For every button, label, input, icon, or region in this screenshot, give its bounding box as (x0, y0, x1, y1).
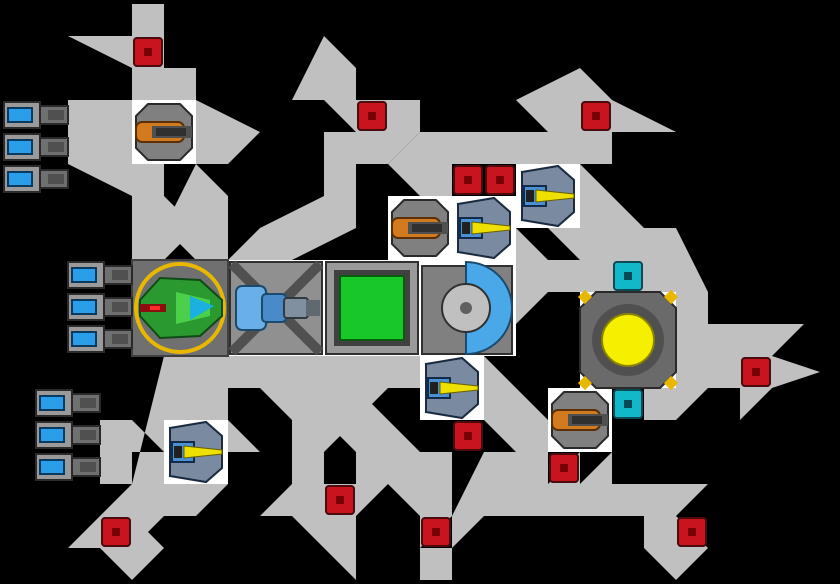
hull-strut (452, 420, 708, 580)
hull-strut (228, 36, 420, 260)
thruster-bank[interactable] (35, 389, 101, 481)
armor-block[interactable] (549, 453, 579, 483)
shield-emitter[interactable] (613, 261, 643, 291)
missile-launcher[interactable] (425, 357, 479, 419)
cannon-turret[interactable] (135, 103, 193, 161)
armor-blocks (101, 37, 771, 547)
hull-strut (68, 100, 196, 260)
engine-core[interactable] (228, 260, 324, 356)
armor-block[interactable] (421, 517, 451, 547)
armor-block[interactable] (741, 357, 771, 387)
hull-strut (164, 164, 228, 260)
cargo-hold[interactable] (325, 261, 419, 355)
hull-strut (324, 388, 452, 548)
armor-block[interactable] (101, 517, 131, 547)
hull-strut (388, 68, 676, 196)
missile-launcher[interactable] (457, 197, 511, 259)
hull-strut (260, 484, 388, 580)
command-bridge[interactable] (131, 259, 229, 357)
thruster-bank[interactable] (67, 261, 133, 353)
armor-block[interactable] (581, 101, 611, 131)
hull-strut (68, 4, 260, 164)
shield-emitter[interactable] (613, 389, 643, 419)
cannon-turret[interactable] (551, 391, 609, 449)
missile-launcher[interactable] (169, 421, 223, 483)
armor-block[interactable] (453, 421, 483, 451)
thruster-bank[interactable] (3, 101, 69, 193)
armor-block[interactable] (485, 165, 515, 195)
missile-launcher[interactable] (521, 165, 575, 227)
armor-block[interactable] (357, 101, 387, 131)
shield-generator[interactable] (421, 260, 513, 356)
armor-block[interactable] (453, 165, 483, 195)
armor-block[interactable] (677, 517, 707, 547)
armor-block[interactable] (325, 485, 355, 515)
hull-strut (420, 548, 452, 580)
armor-block[interactable] (133, 37, 163, 67)
reactor[interactable] (577, 289, 679, 391)
cannon-turret[interactable] (391, 199, 449, 257)
